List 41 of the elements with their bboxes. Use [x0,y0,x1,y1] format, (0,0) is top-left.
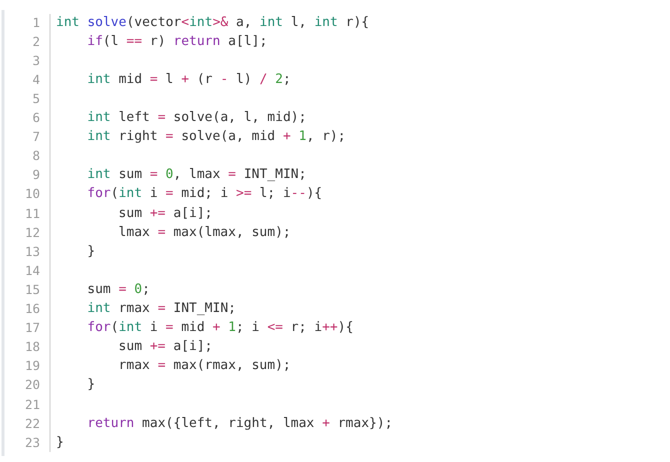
code-line: int right = solve(a, mid + 1, r); [87,128,346,146]
line-number: 19 [24,357,40,376]
code-line: if(l == r) return a[l]; [87,32,268,51]
line-number: 20 [24,376,40,394]
code-line: sum += a[i]; [118,338,212,356]
code-line: sum = 0; [87,280,150,299]
code-line: int rmax = INT_MIN; [87,300,236,318]
code-line: int sum = 0, lmax = INT_MIN; [87,166,306,184]
line-number: 11 [24,204,40,222]
line-number: 21 [24,396,40,414]
line-number: 1 [31,14,40,32]
line-number: 10 [24,185,40,204]
code-line: lmax = max(lmax, sum); [118,224,291,242]
line-number: 13 [24,242,40,261]
line-number: 14 [24,262,40,280]
line-number: 6 [31,109,40,127]
code-line: int solve(vector<int>& a, int l, int r){ [56,14,370,32]
line-number: 9 [31,166,40,184]
line-number: 16 [24,300,40,318]
line-number: 15 [24,280,40,299]
line-number: 5 [31,90,40,108]
line-number: 17 [24,319,40,338]
code-line: return max({left, right, lmax + rmax}); [87,414,393,433]
line-number: 22 [24,414,40,433]
line-number: 4 [31,70,40,89]
code-line: } [56,434,64,452]
code-line: int left = solve(a, l, mid); [87,109,306,127]
line-number: 8 [31,147,40,166]
code-line: sum += a[i]; [118,204,212,222]
code-line: for(int i = mid + 1; i <= r; i++){ [87,319,354,338]
line-number: 3 [31,52,40,70]
code-line: for(int i = mid; i >= l; i--){ [87,185,322,204]
code-line: int mid = l + (r - l) / 2; [87,70,291,89]
code-line: rmax = max(rmax, sum); [118,357,291,376]
code-line: } [87,376,96,394]
code-line: } [87,242,96,261]
line-number: 18 [24,338,40,356]
line-number: 2 [31,32,40,51]
line-number: 12 [24,224,40,242]
line-number: 7 [31,128,40,146]
line-number: 23 [24,434,40,452]
